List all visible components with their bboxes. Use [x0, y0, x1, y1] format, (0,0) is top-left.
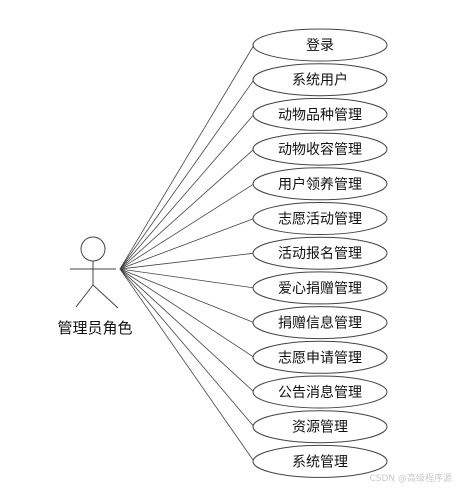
use-case-label: 用户领养管理	[278, 176, 362, 193]
use-case-label: 志愿活动管理	[278, 212, 362, 228]
actor: 管理员角色	[57, 236, 133, 337]
association-line	[119, 268, 255, 358]
use-case-2: 系统用户	[252, 63, 388, 97]
use-case-label: 资源管理	[292, 420, 348, 436]
use-case-label: 动物品种管理	[278, 107, 362, 123]
use-case-label: 动物收容管理	[278, 141, 362, 158]
use-case-6: 志愿活动管理	[252, 202, 388, 235]
use-case-1: 登录	[252, 28, 388, 62]
use-case-label: 捐赠信息管理	[278, 315, 362, 332]
use-case-label: 系统用户	[292, 72, 348, 89]
use-case-4: 动物收容管理	[252, 132, 388, 166]
association-line	[119, 268, 255, 323]
actor-left-leg	[75, 284, 94, 308]
use-case-ellipse	[252, 202, 388, 235]
actor-head	[80, 236, 106, 262]
use-case-ellipse	[252, 236, 388, 270]
association-line	[119, 218, 255, 270]
use-case-label: 爱心捐赠管理	[278, 281, 362, 297]
use-case-ellipse	[252, 97, 388, 131]
use-case-ellipse	[252, 132, 388, 166]
use-case-ellipse	[252, 375, 388, 409]
use-case-ellipse	[252, 444, 388, 478]
association-line	[119, 268, 255, 393]
association-line	[119, 252, 255, 270]
association-line	[119, 268, 255, 427]
use-case-13: 系统管理	[252, 444, 388, 478]
association-line	[119, 183, 255, 270]
use-case-label: 系统管理	[292, 454, 348, 470]
use-case-8: 爱心捐赠管理	[252, 271, 388, 305]
use-case-ellipse	[252, 306, 388, 340]
association-line	[119, 268, 255, 462]
association-line	[119, 114, 255, 270]
use-case-12: 资源管理	[252, 410, 388, 444]
use-case-11: 公告消息管理	[252, 375, 388, 409]
use-case-label: 活动报名管理	[278, 246, 362, 262]
use-case-7: 活动报名管理	[252, 236, 388, 270]
use-case-ellipse	[252, 410, 388, 444]
use-case-ellipse	[252, 271, 388, 305]
association-line	[119, 44, 255, 270]
actor-right-leg	[92, 284, 119, 309]
watermark: CSDN @高级程序源	[369, 472, 452, 484]
use-cases: 登录系统用户动物品种管理动物收容管理用户领养管理志愿活动管理活动报名管理爱心捐赠…	[252, 28, 388, 478]
use-case-label: 登录	[306, 38, 334, 54]
association-line	[119, 268, 255, 289]
use-case-ellipse	[252, 63, 388, 97]
association-line	[119, 79, 255, 270]
use-case-label: 公告消息管理	[278, 384, 362, 401]
use-case-10: 志愿申请管理	[252, 340, 388, 374]
use-case-ellipse	[252, 340, 388, 374]
actor-label: 管理员角色	[57, 319, 132, 337]
association-line	[119, 148, 255, 270]
association-lines	[119, 44, 255, 462]
use-case-ellipse	[252, 28, 388, 62]
use-case-9: 捐赠信息管理	[252, 306, 388, 340]
use-case-5: 用户领养管理	[252, 167, 388, 201]
use-case-ellipse	[252, 167, 388, 201]
use-case-label: 志愿申请管理	[278, 350, 362, 366]
use-case-3: 动物品种管理	[252, 97, 388, 131]
